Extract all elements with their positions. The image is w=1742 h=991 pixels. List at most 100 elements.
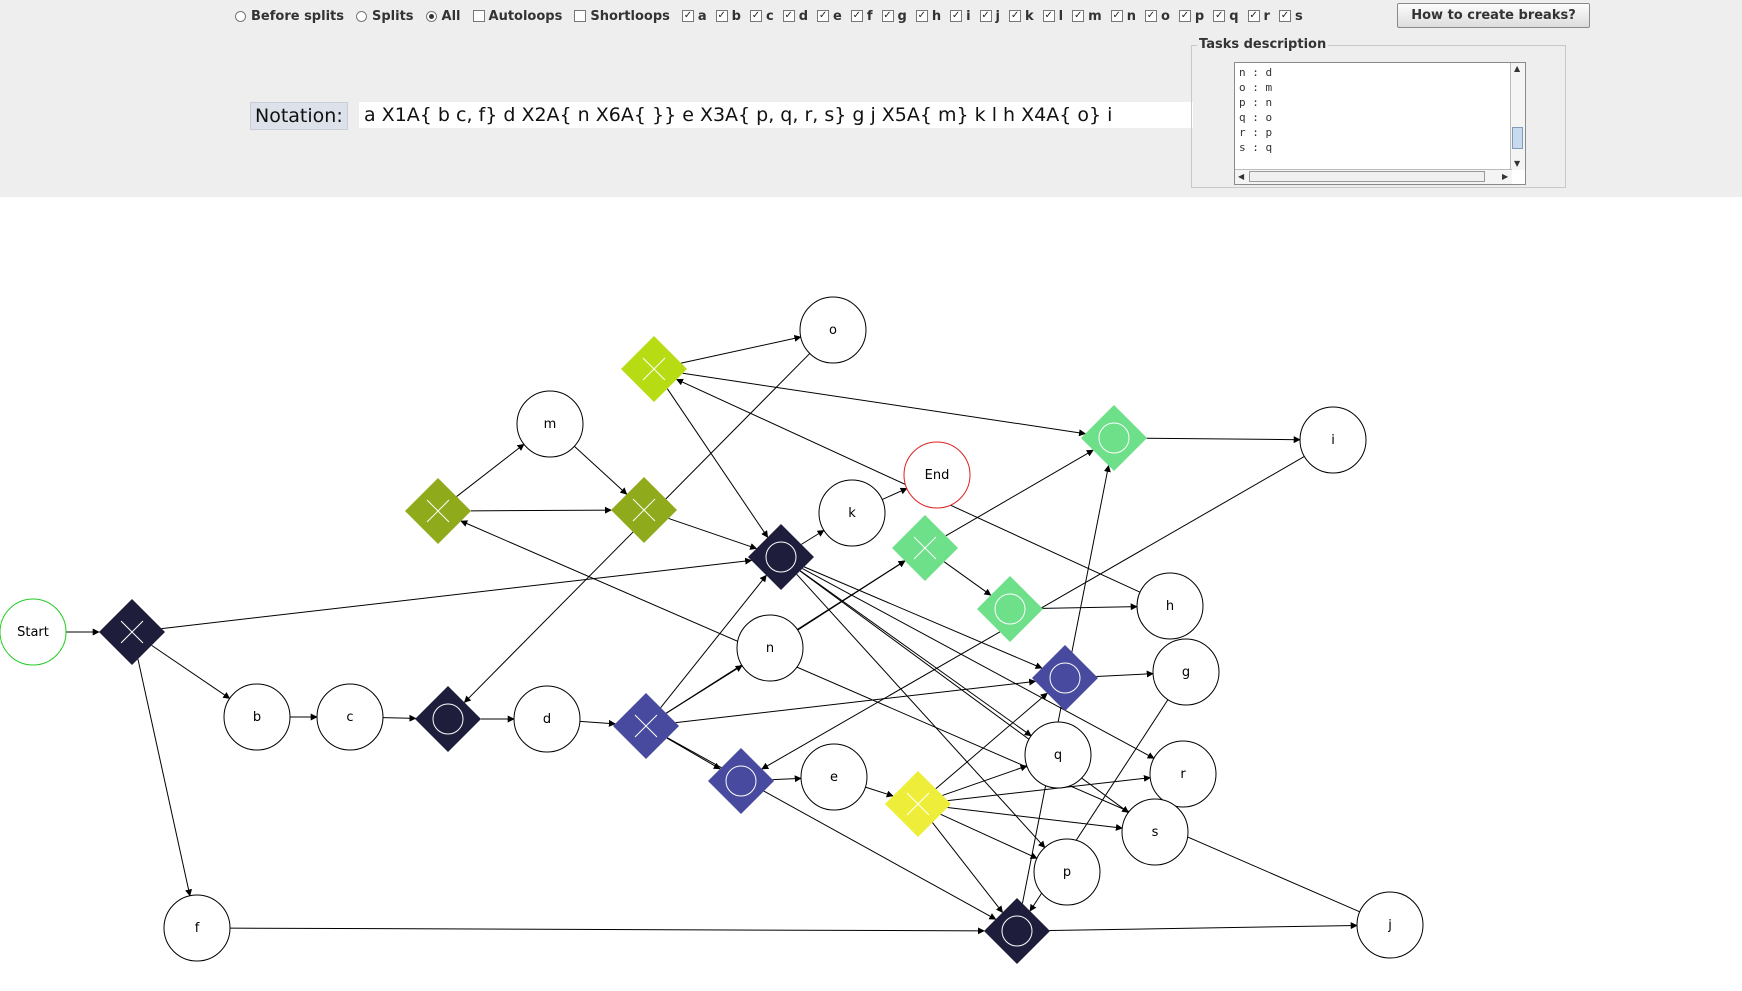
gateway-node-X2[interactable] [613,693,679,759]
task-node-g[interactable]: g [1152,638,1220,706]
gateway-node-X4[interactable] [621,336,687,402]
checkbox-checked-icon[interactable]: ✓ [979,10,992,22]
scroll-left-icon[interactable]: ◀ [1238,172,1245,181]
checkbox-checked-icon[interactable]: ✓ [1178,10,1191,22]
scroll-right-icon[interactable]: ▶ [1502,172,1509,181]
checkbox-checked-icon[interactable]: ✓ [1110,10,1123,22]
task-checkbox-p[interactable]: ✓p [1178,9,1204,24]
task-checkbox-f[interactable]: ✓f [850,9,873,24]
checkbox-checked-icon[interactable]: ✓ [915,10,928,22]
radio-button-icon[interactable] [235,10,246,22]
task-node-r[interactable]: r [1149,740,1217,808]
task-node-End[interactable]: End [903,441,971,509]
radio-splits[interactable]: Splits [355,9,414,24]
task-checkbox-e[interactable]: ✓e [817,9,842,24]
checkbox-checked-icon[interactable]: ✓ [1072,10,1085,22]
horizontal-scrollbar[interactable]: ◀ ▶ [1235,169,1512,184]
task-node-c[interactable]: c [316,683,384,751]
how-to-create-breaks-button[interactable]: How to create breaks? [1397,3,1590,28]
task-node-e[interactable]: e [800,743,868,811]
task-node-o[interactable]: o [799,296,867,364]
checkbox-checked-icon[interactable]: ✓ [1278,10,1291,22]
checkbox-label: Autoloops [488,8,563,24]
checkbox-checked-icon[interactable]: ✓ [850,10,863,22]
edge-X3-s [947,806,1123,831]
task-checkbox-b[interactable]: ✓b [715,9,741,24]
checkbox-shortloops[interactable]: Shortloops [574,9,670,24]
task-checkbox-o[interactable]: ✓o [1144,9,1170,24]
task-checkbox-a[interactable]: ✓a [681,9,707,24]
gateway-node-X5[interactable] [405,478,471,544]
gateway-node-JK[interactable] [748,524,814,590]
task-checkbox-c[interactable]: ✓c [749,9,774,24]
checkbox-icon[interactable] [472,10,485,22]
radio-button-icon[interactable] [425,10,437,22]
checkbox-checked-icon[interactable]: ✓ [1213,10,1226,22]
checkbox-checked-icon[interactable]: ✓ [881,10,894,22]
task-checkbox-l[interactable]: ✓l [1042,9,1063,24]
task-checkbox-j[interactable]: ✓j [979,9,1000,24]
checkbox-autoloops[interactable]: Autoloops [472,8,563,24]
checkbox-icon[interactable] [574,10,587,22]
gateway-node-J4[interactable] [1081,405,1147,471]
edge-JK-r [802,568,1155,759]
gateway-node-J2[interactable] [708,748,774,814]
task-checkbox-m[interactable]: ✓m [1072,9,1102,24]
task-node-d[interactable]: d [513,685,581,753]
checkbox-checked-icon[interactable]: ✓ [950,10,963,22]
task-circle [1356,891,1424,959]
checkbox-checked-icon[interactable]: ✓ [749,10,762,22]
gateway-node-J1[interactable] [415,686,481,752]
gateway-node-J5[interactable] [611,477,677,543]
gateway-node-JG[interactable] [1032,645,1098,711]
horizontal-scroll-thumb[interactable] [1249,171,1485,182]
task-checkbox-k[interactable]: ✓k [1009,9,1034,24]
radio-all[interactable]: All [425,9,461,24]
task-node-h[interactable]: h [1136,572,1204,640]
checkbox-checked-icon[interactable]: ✓ [782,10,795,22]
vertical-scrollbar[interactable]: ▲ ▼ [1510,63,1525,170]
gateway-node-X6[interactable] [892,515,958,581]
task-node-s[interactable]: s [1121,798,1189,866]
task-node-Start[interactable]: Start [0,598,67,666]
and-circle-icon [1049,662,1081,694]
task-checkbox-q[interactable]: ✓q [1213,9,1239,24]
task-node-m[interactable]: m [516,390,584,458]
task-node-b[interactable]: b [223,683,291,751]
edge-X1-JK [161,557,753,630]
task-checkbox-h[interactable]: ✓h [915,9,941,24]
gateway-node-X3[interactable] [885,771,951,837]
task-node-q[interactable]: q [1024,721,1092,789]
task-checkbox-s[interactable]: ✓s [1278,9,1303,24]
task-node-j[interactable]: j [1356,891,1424,959]
radio-before-splits[interactable]: Before splits [235,9,344,24]
task-node-n[interactable]: n [736,614,804,682]
task-checkbox-r[interactable]: ✓r [1247,9,1270,24]
task-node-p[interactable]: p [1033,838,1101,906]
task-node-i[interactable]: i [1299,406,1367,474]
checkbox-checked-icon[interactable]: ✓ [1144,10,1157,22]
task-checkbox-n[interactable]: ✓n [1110,9,1136,24]
radio-button-icon[interactable] [355,10,367,22]
scroll-up-icon[interactable]: ▲ [1514,64,1521,73]
checkbox-checked-icon[interactable]: ✓ [681,10,694,22]
task-checkbox-i[interactable]: ✓i [950,9,971,24]
scroll-down-icon[interactable]: ▼ [1514,159,1521,168]
checkbox-checked-icon[interactable]: ✓ [817,10,830,22]
task-node-k[interactable]: k [818,479,886,547]
gateway-node-X1[interactable] [99,599,165,665]
task-node-f[interactable]: f [163,894,231,962]
checkbox-checked-icon[interactable]: ✓ [1009,10,1022,22]
task-checkbox-g[interactable]: ✓g [881,9,907,24]
xor-cross-icon [913,536,937,560]
gateway-node-J6[interactable] [977,576,1043,642]
checkbox-checked-icon[interactable]: ✓ [1247,10,1260,22]
vertical-scroll-thumb[interactable] [1512,127,1523,149]
checkbox-checked-icon[interactable]: ✓ [1042,10,1055,22]
notation-label: Notation: [250,102,348,130]
checkbox-checked-icon[interactable]: ✓ [715,10,728,22]
task-checkbox-d[interactable]: ✓d [782,9,808,24]
edge-J6-h [1042,603,1138,611]
gateway-node-J3[interactable] [984,898,1050,964]
